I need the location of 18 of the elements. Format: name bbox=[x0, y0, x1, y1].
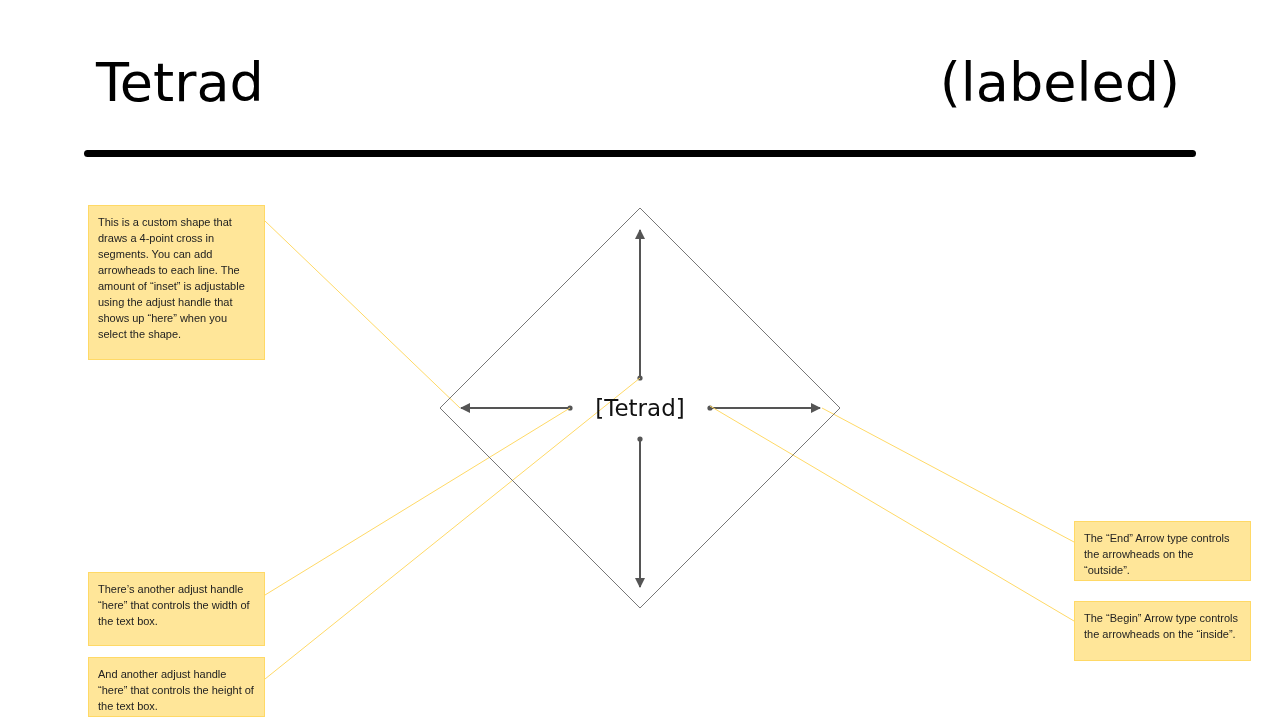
note-box bbox=[1074, 601, 1251, 661]
note-box bbox=[88, 657, 265, 717]
note-text: This is a custom shape that draws a 4-point cross in segments. You can add arrowheads to each line. The amount of “inset” is adjustable using the adjust handle that shows up “here” when you select the shape. bbox=[98, 215, 246, 342]
leader-line bbox=[821, 407, 1075, 543]
shape-label: [Tetrad] bbox=[595, 395, 685, 421]
note-box bbox=[88, 572, 265, 646]
note-box bbox=[1074, 521, 1251, 581]
subtitle: (labeled) bbox=[939, 50, 1180, 116]
leader-line bbox=[709, 405, 1075, 622]
leader-line bbox=[264, 220, 461, 409]
leader-line bbox=[264, 377, 641, 680]
note-box bbox=[88, 205, 265, 360]
title: Tetrad bbox=[96, 50, 264, 116]
note-text: The “End” Arrow type controls the arrowheads on the “outside”. bbox=[1084, 531, 1231, 578]
leader-line bbox=[264, 407, 571, 596]
note-text: There’s another adjust handle “here” that controls the width of the text box. bbox=[98, 582, 251, 629]
note-text: And another adjust handle “here” that controls the height of the text box. bbox=[98, 667, 255, 714]
note-text: The “Begin” Arrow type controls the arrowheads on the “inside”. bbox=[1084, 611, 1240, 642]
